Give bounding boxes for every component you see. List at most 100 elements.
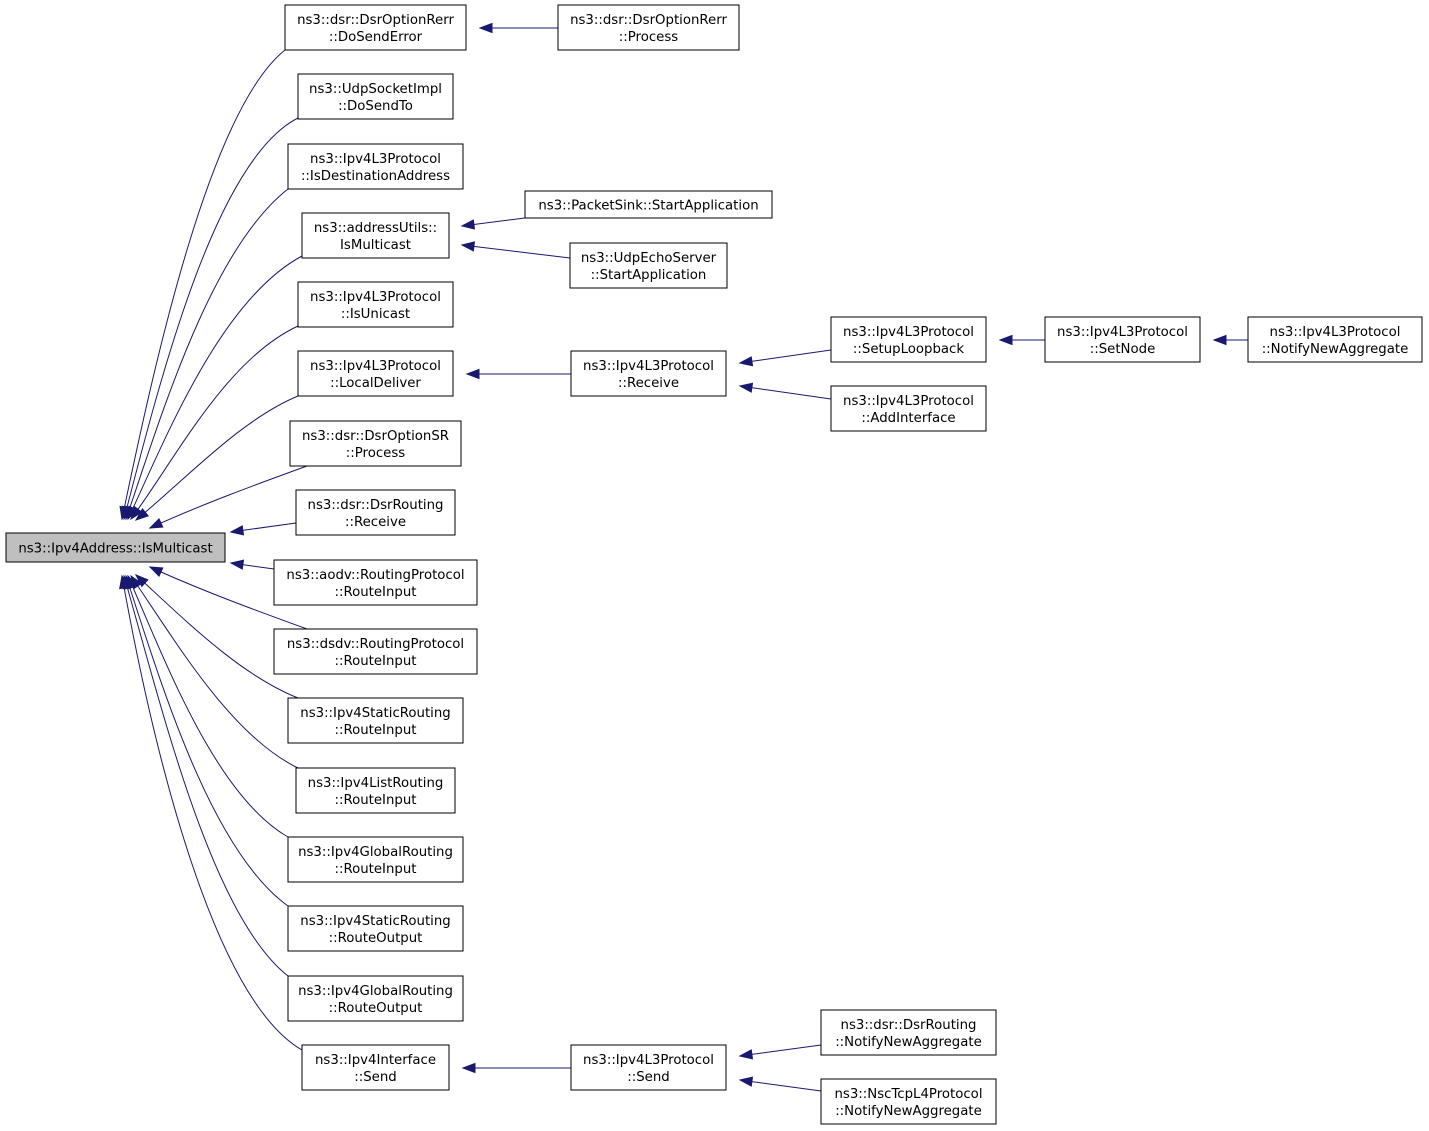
caller-function-node[interactable]: ns3::Ipv4StaticRouting::RouteOutput — [287, 905, 464, 952]
edge-n26-to-n25 — [738, 1044, 822, 1060]
node-label-line: ns3::Ipv4StaticRouting — [300, 914, 450, 929]
arrowhead-icon — [134, 508, 149, 521]
edge-line — [461, 244, 571, 259]
caller-function-node[interactable]: ns3::dsr::DsrOptionRerr::Process — [557, 4, 740, 51]
caller-function-node[interactable]: ns3::Ipv4GlobalRouting::RouteInput — [287, 836, 464, 883]
arrowhead-icon — [460, 219, 476, 230]
node-label-line: ::RouteInput — [335, 654, 417, 669]
node-label-line: ns3::Ipv4L3Protocol — [843, 394, 974, 409]
node-label-line: ::IsDestinationAddress — [301, 169, 450, 184]
arrowhead-icon — [998, 334, 1013, 346]
node-box — [287, 143, 464, 190]
arrowhead-icon — [460, 241, 476, 252]
caller-function-node[interactable]: ns3::Ipv4L3Protocol::Receive — [570, 350, 727, 397]
node-box — [295, 489, 456, 536]
node-label-line: ns3::Ipv4L3Protocol — [843, 325, 974, 340]
caller-function-node[interactable]: ns3::Ipv4L3Protocol::NotifyNewAggregate — [1247, 316, 1423, 363]
node-label-line: ns3::dsr::DsrOptionSR — [302, 429, 449, 444]
edge-n11-to-n0 — [134, 574, 299, 699]
caller-function-node[interactable]: ns3::Ipv4L3Protocol::Send — [570, 1044, 727, 1091]
edge-n27-to-n25 — [738, 1076, 822, 1092]
node-label-line: ns3::Ipv4L3Protocol — [583, 1053, 714, 1068]
node-label-line: ns3::dsr::DsrOptionRerr — [570, 13, 727, 28]
node-label-line: ns3::Ipv4GlobalRouting — [298, 845, 453, 860]
node-label-line: ns3::Ipv4L3Protocol — [1057, 325, 1188, 340]
caller-function-node[interactable]: ns3::Ipv4L3Protocol::SetupLoopback — [830, 316, 987, 363]
edge-line — [130, 325, 299, 520]
node-label-line: ns3::Ipv4L3Protocol — [310, 152, 441, 167]
edge-line — [123, 575, 289, 977]
caller-function-node[interactable]: ns3::dsdv::RoutingProtocol::RouteInput — [273, 628, 478, 675]
arrowhead-icon — [738, 1076, 754, 1087]
caller-function-node[interactable]: ns3::Ipv4ListRouting::RouteInput — [295, 767, 456, 814]
node-label-line: ::Process — [346, 446, 405, 461]
caller-function-node[interactable]: ns3::dsr::DsrOptionRerr::DoSendError — [284, 4, 467, 51]
node-label-line: ::NotifyNewAggregate — [835, 1104, 982, 1119]
edge-line — [149, 566, 308, 630]
arrowhead-icon — [738, 1049, 754, 1060]
caller-function-node[interactable]: ns3::addressUtils::IsMulticast — [301, 212, 450, 259]
node-label-line: ns3::addressUtils:: — [314, 221, 437, 236]
caller-function-node[interactable]: ns3::NscTcpL4Protocol::NotifyNewAggregat… — [820, 1078, 997, 1125]
caller-function-node[interactable]: ns3::dsr::DsrRouting::Receive — [295, 489, 456, 536]
caller-function-node[interactable]: ns3::Ipv4L3Protocol::IsUnicast — [297, 281, 454, 328]
node-label-line: ns3::UdpSocketImpl — [309, 82, 442, 97]
node-label-line: ::LocalDeliver — [330, 376, 421, 391]
edge-n22-to-n20 — [738, 382, 832, 400]
edge-line — [127, 255, 303, 520]
caller-function-node[interactable]: ns3::Ipv4Interface::Send — [301, 1044, 450, 1091]
node-box — [287, 697, 464, 744]
edge-n8-to-n0 — [229, 522, 297, 536]
edge-n21-to-n20 — [738, 349, 832, 367]
node-box — [297, 281, 454, 328]
node-label-line: ns3::PacketSink::StartApplication — [538, 199, 758, 214]
node-label-line: ::Send — [627, 1070, 669, 1085]
node-label-line: ns3::dsdv::RoutingProtocol — [287, 637, 464, 652]
caller-function-node[interactable]: ns3::Ipv4L3Protocol::LocalDeliver — [297, 350, 454, 397]
caller-function-node[interactable]: ns3::dsr::DsrRouting::NotifyNewAggregate — [820, 1009, 997, 1056]
node-label-line: ::StartApplication — [591, 268, 707, 283]
edge-n23-to-n21 — [998, 334, 1045, 346]
node-label-line: ns3::Ipv4L3Protocol — [310, 359, 441, 374]
caller-function-node[interactable]: ns3::Ipv4L3Protocol::AddInterface — [830, 385, 987, 432]
node-label-line: ::RouteInput — [335, 793, 417, 808]
caller-function-node[interactable]: ns3::UdpSocketImpl::DoSendTo — [297, 73, 454, 120]
edge-layer — [119, 22, 1248, 1092]
edge-n5-to-n0 — [130, 325, 299, 521]
edge-line — [125, 575, 289, 907]
edge-n7-to-n0 — [148, 465, 308, 529]
node-label-line: ns3::Ipv4L3Protocol — [1270, 325, 1401, 340]
edge-line — [135, 395, 299, 521]
arrowhead-icon — [119, 574, 130, 590]
node-box — [295, 767, 456, 814]
node-label-line: ns3::dsr::DsrRouting — [841, 1018, 977, 1033]
node-label-line: ::SetNode — [1090, 342, 1156, 357]
arrowhead-icon — [229, 525, 245, 536]
caller-function-node[interactable]: ns3::Ipv4GlobalRouting::RouteOutput — [287, 975, 464, 1022]
node-label-line: ::Process — [619, 30, 678, 45]
caller-function-node[interactable]: ns3::PacketSink::StartApplication — [524, 190, 773, 219]
node-label-line: ::Receive — [345, 515, 406, 530]
edge-n18-to-n4 — [460, 217, 526, 230]
node-box — [570, 1044, 727, 1091]
node-label-line: ::IsUnicast — [341, 307, 410, 322]
caller-function-node[interactable]: ns3::Ipv4StaticRouting::RouteInput — [287, 697, 464, 744]
edge-n3-to-n0 — [125, 188, 289, 521]
node-box — [301, 1044, 450, 1091]
caller-function-node[interactable]: ns3::Ipv4L3Protocol::IsDestinationAddres… — [287, 143, 464, 190]
edge-line — [739, 1079, 822, 1092]
caller-function-node[interactable]: ns3::Ipv4L3Protocol::SetNode — [1044, 316, 1201, 363]
node-label-line: ::RouteInput — [335, 862, 417, 877]
node-label-line: ns3::Ipv4L3Protocol — [310, 290, 441, 305]
node-box — [287, 836, 464, 883]
edge-n2-to-n0 — [122, 117, 299, 521]
arrowhead-icon — [465, 368, 480, 380]
caller-function-node[interactable]: ns3::dsr::DsrOptionSR::Process — [289, 420, 462, 467]
node-label-line: ns3::NscTcpL4Protocol — [834, 1087, 982, 1102]
caller-function-node[interactable]: ns3::aodv::RoutingProtocol::RouteInput — [273, 559, 478, 606]
node-box — [557, 4, 740, 51]
arrowhead-icon — [738, 382, 754, 393]
caller-function-node[interactable]: ns3::UdpEchoServer::StartApplication — [569, 242, 728, 289]
edge-n24-to-n23 — [1212, 334, 1248, 346]
arrowhead-icon — [461, 1062, 476, 1074]
